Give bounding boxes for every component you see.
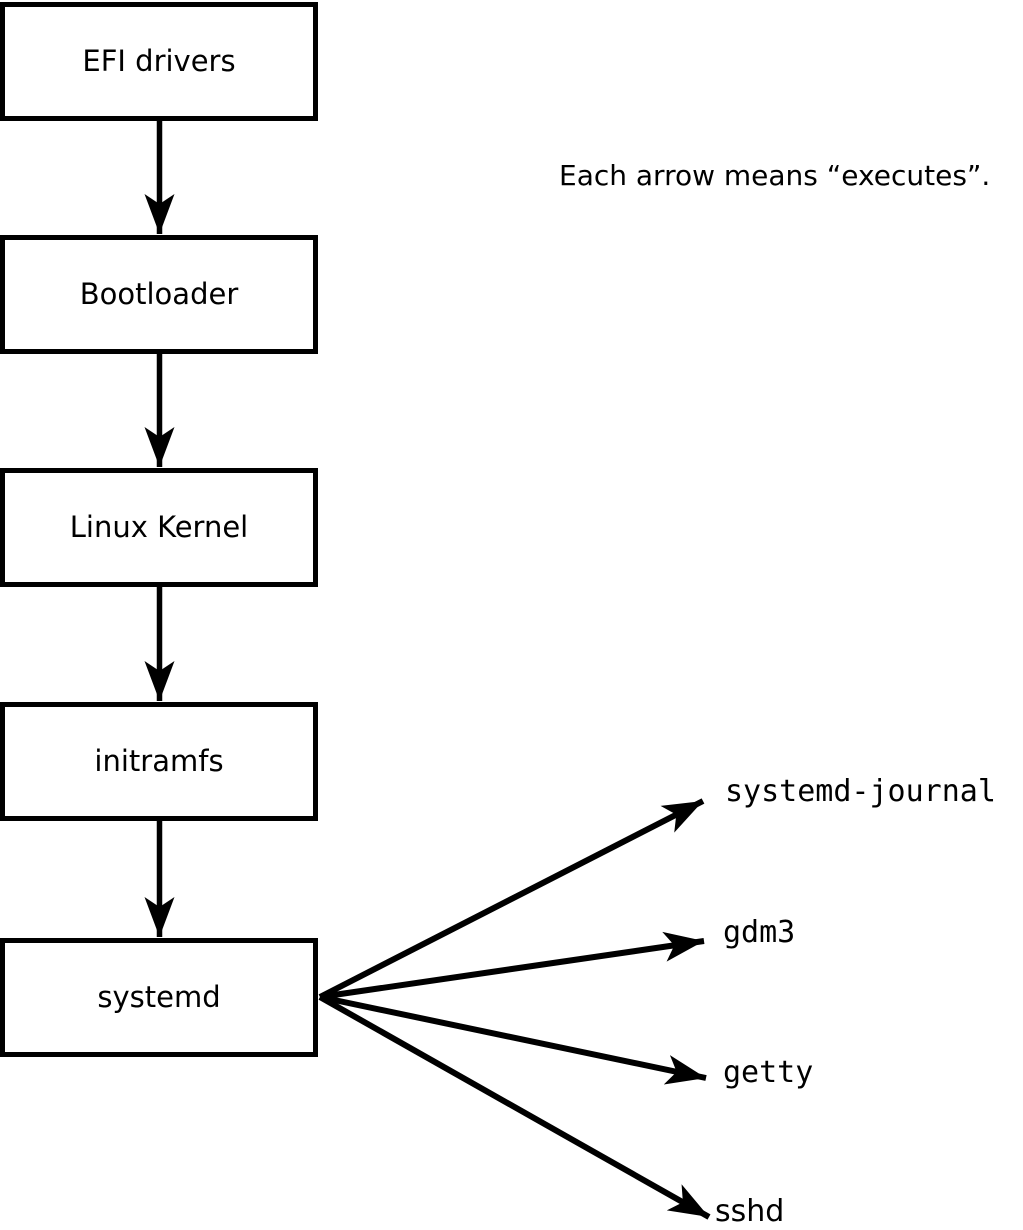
flow-node-label: initramfs [94, 744, 224, 778]
arrow-systemd-to-getty [319, 994, 707, 1085]
flow-node-bootloader: Bootloader [0, 235, 318, 354]
flow-node-systemd: systemd [0, 938, 318, 1057]
process-label-getty: getty [723, 1055, 814, 1090]
flow-node-initramfs: initramfs [0, 702, 318, 821]
process-label-gdm3: gdm3 [723, 915, 796, 950]
process-label-sshd: sshd [715, 1194, 785, 1229]
arrow-meaning-annotation: Each arrow means “executes”. [559, 159, 991, 192]
flow-node-efi-drivers: EFI drivers [0, 2, 318, 121]
flow-node-linux-kernel: Linux Kernel [0, 468, 318, 587]
flow-node-label: Bootloader [79, 277, 239, 311]
flow-node-label: systemd [97, 980, 221, 1014]
flow-node-label: EFI drivers [82, 44, 236, 78]
arrow-systemd-to-sshd [318, 994, 711, 1220]
arrow-systemd-to-systemd-journal [318, 798, 705, 1000]
process-label-systemd-journal: systemd-journal [725, 774, 996, 809]
flow-node-label: Linux Kernel [69, 510, 249, 544]
arrow-systemd-to-gdm3 [319, 931, 705, 1000]
